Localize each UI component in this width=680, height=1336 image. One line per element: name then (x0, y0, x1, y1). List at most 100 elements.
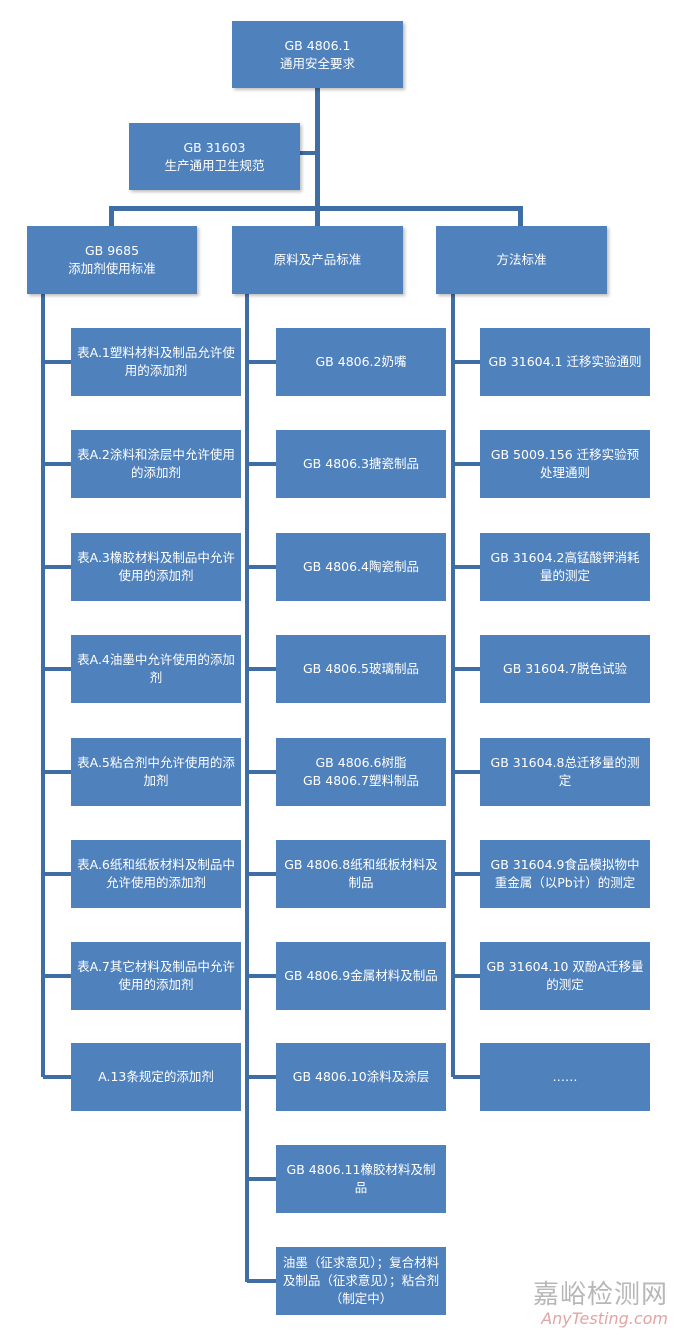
connector-materials-stub (247, 974, 276, 978)
methods-title: 方法标准 (496, 252, 547, 267)
connector-methods-stub (453, 667, 480, 671)
materials-item-label: GB 4806.5玻璃制品 (303, 661, 419, 676)
materials-item-label: GB 4806.6树脂 GB 4806.7塑料制品 (303, 755, 419, 788)
root-title: 通用安全要求 (279, 55, 355, 71)
materials-item: GB 4806.4陶瓷制品 (276, 533, 446, 601)
connector-additives-stub (43, 1075, 71, 1079)
additives-item-label: 表A.7其它材料及制品中允许使用的添加剂 (77, 959, 235, 992)
node-root-general-safety: GB 4806.1 通用安全要求 (232, 21, 403, 88)
additives-item: 表A.5粘合剂中允许使用的添加剂 (71, 738, 241, 806)
connector-materials-stub (247, 770, 276, 774)
connector-materials-stub (247, 565, 276, 569)
methods-item-label: …… (552, 1069, 578, 1084)
methods-item: GB 5009.156 迁移实验预处理通则 (480, 430, 650, 498)
connector-methods-stub (453, 974, 480, 978)
watermark-en: AnyTesting.com (541, 1309, 668, 1328)
connector-additives-trunk (41, 294, 45, 1077)
additives-item: 表A.4油墨中允许使用的添加剂 (71, 635, 241, 703)
connector-materials-stub (247, 1075, 276, 1079)
node-additives-standard: GB 9685 添加剂使用标准 (27, 226, 197, 294)
methods-item: GB 31604.9食品模拟物中重金属（以Pb计）的测定 (480, 840, 650, 908)
connector-methods-stub (453, 565, 480, 569)
materials-item: GB 4806.2奶嘴 (276, 328, 446, 396)
connector-materials-trunk (245, 294, 249, 1282)
hygiene-title: 生产通用卫生规范 (164, 157, 265, 173)
additives-item: 表A.3橡胶材料及制品中允许使用的添加剂 (71, 533, 241, 601)
node-methods-standard: 方法标准 (436, 226, 607, 294)
materials-item-label: GB 4806.9金属材料及制品 (284, 968, 438, 983)
materials-item: GB 4806.9金属材料及制品 (276, 942, 446, 1010)
connector-branch-materials (315, 206, 320, 228)
connector-materials-stub (247, 667, 276, 671)
connector-branch-additives (109, 206, 114, 228)
additives-item: 表A.6纸和纸板材料及制品中允许使用的添加剂 (71, 840, 241, 908)
connector-methods-stub (453, 770, 480, 774)
additives-item: A.13条规定的添加剂 (71, 1043, 241, 1111)
materials-item: GB 4806.8纸和纸板材料及制品 (276, 840, 446, 908)
methods-item-label: GB 31604.10 双酚A迁移量的测定 (486, 959, 644, 992)
connector-additives-stub (43, 770, 71, 774)
connector-additives-stub (43, 872, 71, 876)
additives-item: 表A.2涂料和涂层中允许使用的添加剂 (71, 430, 241, 498)
methods-item: GB 31604.10 双酚A迁移量的测定 (480, 942, 650, 1010)
connector-materials-stub (247, 462, 276, 466)
connector-additives-stub (43, 974, 71, 978)
connector-methods-stub (453, 872, 480, 876)
materials-item: GB 4806.6树脂 GB 4806.7塑料制品 (276, 738, 446, 806)
connector-methods-trunk (451, 294, 455, 1077)
methods-item-label: GB 31604.7脱色试验 (503, 661, 627, 676)
root-code: GB 4806.1 (284, 37, 351, 53)
additives-item-label: 表A.1塑料材料及制品允许使用的添加剂 (77, 345, 235, 378)
connector-materials-stub (247, 1279, 276, 1283)
materials-item-label: GB 4806.11橡胶材料及制品 (286, 1162, 436, 1195)
connector-additives-stub (43, 565, 71, 569)
connector-additives-stub (43, 360, 71, 364)
methods-item-label: GB 31604.1 迁移实验通则 (488, 354, 642, 369)
connector-additives-stub (43, 667, 71, 671)
materials-item-label: GB 4806.8纸和纸板材料及制品 (284, 857, 438, 890)
additives-item-label: 表A.3橡胶材料及制品中允许使用的添加剂 (77, 550, 235, 583)
materials-title: 原料及产品标准 (273, 252, 362, 267)
methods-item-label: GB 31604.2高锰酸钾消耗量的测定 (490, 550, 640, 583)
additives-item-label: 表A.2涂料和涂层中允许使用的添加剂 (77, 447, 235, 480)
connector-materials-stub (247, 1177, 276, 1181)
materials-item-label: 油墨（征求意见）；复合材料及制品（征求意见）；粘合剂（制定中） (282, 1255, 440, 1306)
additives-item: 表A.7其它材料及制品中允许使用的添加剂 (71, 942, 241, 1010)
connector-methods-stub (453, 360, 480, 364)
methods-item: GB 31604.1 迁移实验通则 (480, 328, 650, 396)
additives-item-label: 表A.4油墨中允许使用的添加剂 (77, 652, 235, 685)
materials-item: GB 4806.11橡胶材料及制品 (276, 1145, 446, 1213)
materials-item: GB 4806.10涂料及涂层 (276, 1043, 446, 1111)
methods-item-label: GB 31604.8总迁移量的测定 (490, 755, 640, 788)
node-materials-standard: 原料及产品标准 (232, 226, 403, 294)
additives-code: GB 9685 (84, 243, 140, 258)
connector-methods-stub (453, 1075, 480, 1079)
additives-item-label: 表A.5粘合剂中允许使用的添加剂 (77, 755, 235, 788)
materials-item: GB 4806.3搪瓷制品 (276, 430, 446, 498)
methods-item: GB 31604.8总迁移量的测定 (480, 738, 650, 806)
materials-item-label: GB 4806.4陶瓷制品 (303, 559, 419, 574)
connector-materials-stub (247, 872, 276, 876)
connector-root-vertical (315, 88, 320, 210)
methods-item-label: GB 31604.9食品模拟物中重金属（以Pb计）的测定 (490, 857, 640, 890)
connector-materials-stub (247, 360, 276, 364)
materials-item: 油墨（征求意见）；复合材料及制品（征求意见）；粘合剂（制定中） (276, 1247, 446, 1315)
methods-item: GB 31604.7脱色试验 (480, 635, 650, 703)
watermark: 嘉峪检测网 AnyTesting.com (533, 1280, 668, 1328)
hygiene-code: GB 31603 (183, 139, 246, 155)
connector-methods-stub (453, 462, 480, 466)
methods-item: GB 31604.2高锰酸钾消耗量的测定 (480, 533, 650, 601)
watermark-cn: 嘉峪检测网 (532, 1280, 668, 1310)
connector-additives-stub (43, 462, 71, 466)
additives-item: 表A.1塑料材料及制品允许使用的添加剂 (71, 328, 241, 396)
node-hygiene-spec: GB 31603 生产通用卫生规范 (129, 123, 300, 190)
connector-hygiene (299, 151, 317, 155)
methods-item-label: GB 5009.156 迁移实验预处理通则 (490, 447, 640, 480)
materials-item-label: GB 4806.3搪瓷制品 (303, 456, 419, 471)
connector-branch-methods (518, 206, 523, 228)
additives-item-label: A.13条规定的添加剂 (98, 1069, 214, 1084)
additives-item-label: 表A.6纸和纸板材料及制品中允许使用的添加剂 (77, 857, 235, 890)
materials-item-label: GB 4806.10涂料及涂层 (292, 1069, 430, 1084)
additives-title: 添加剂使用标准 (68, 261, 156, 276)
materials-item: GB 4806.5玻璃制品 (276, 635, 446, 703)
